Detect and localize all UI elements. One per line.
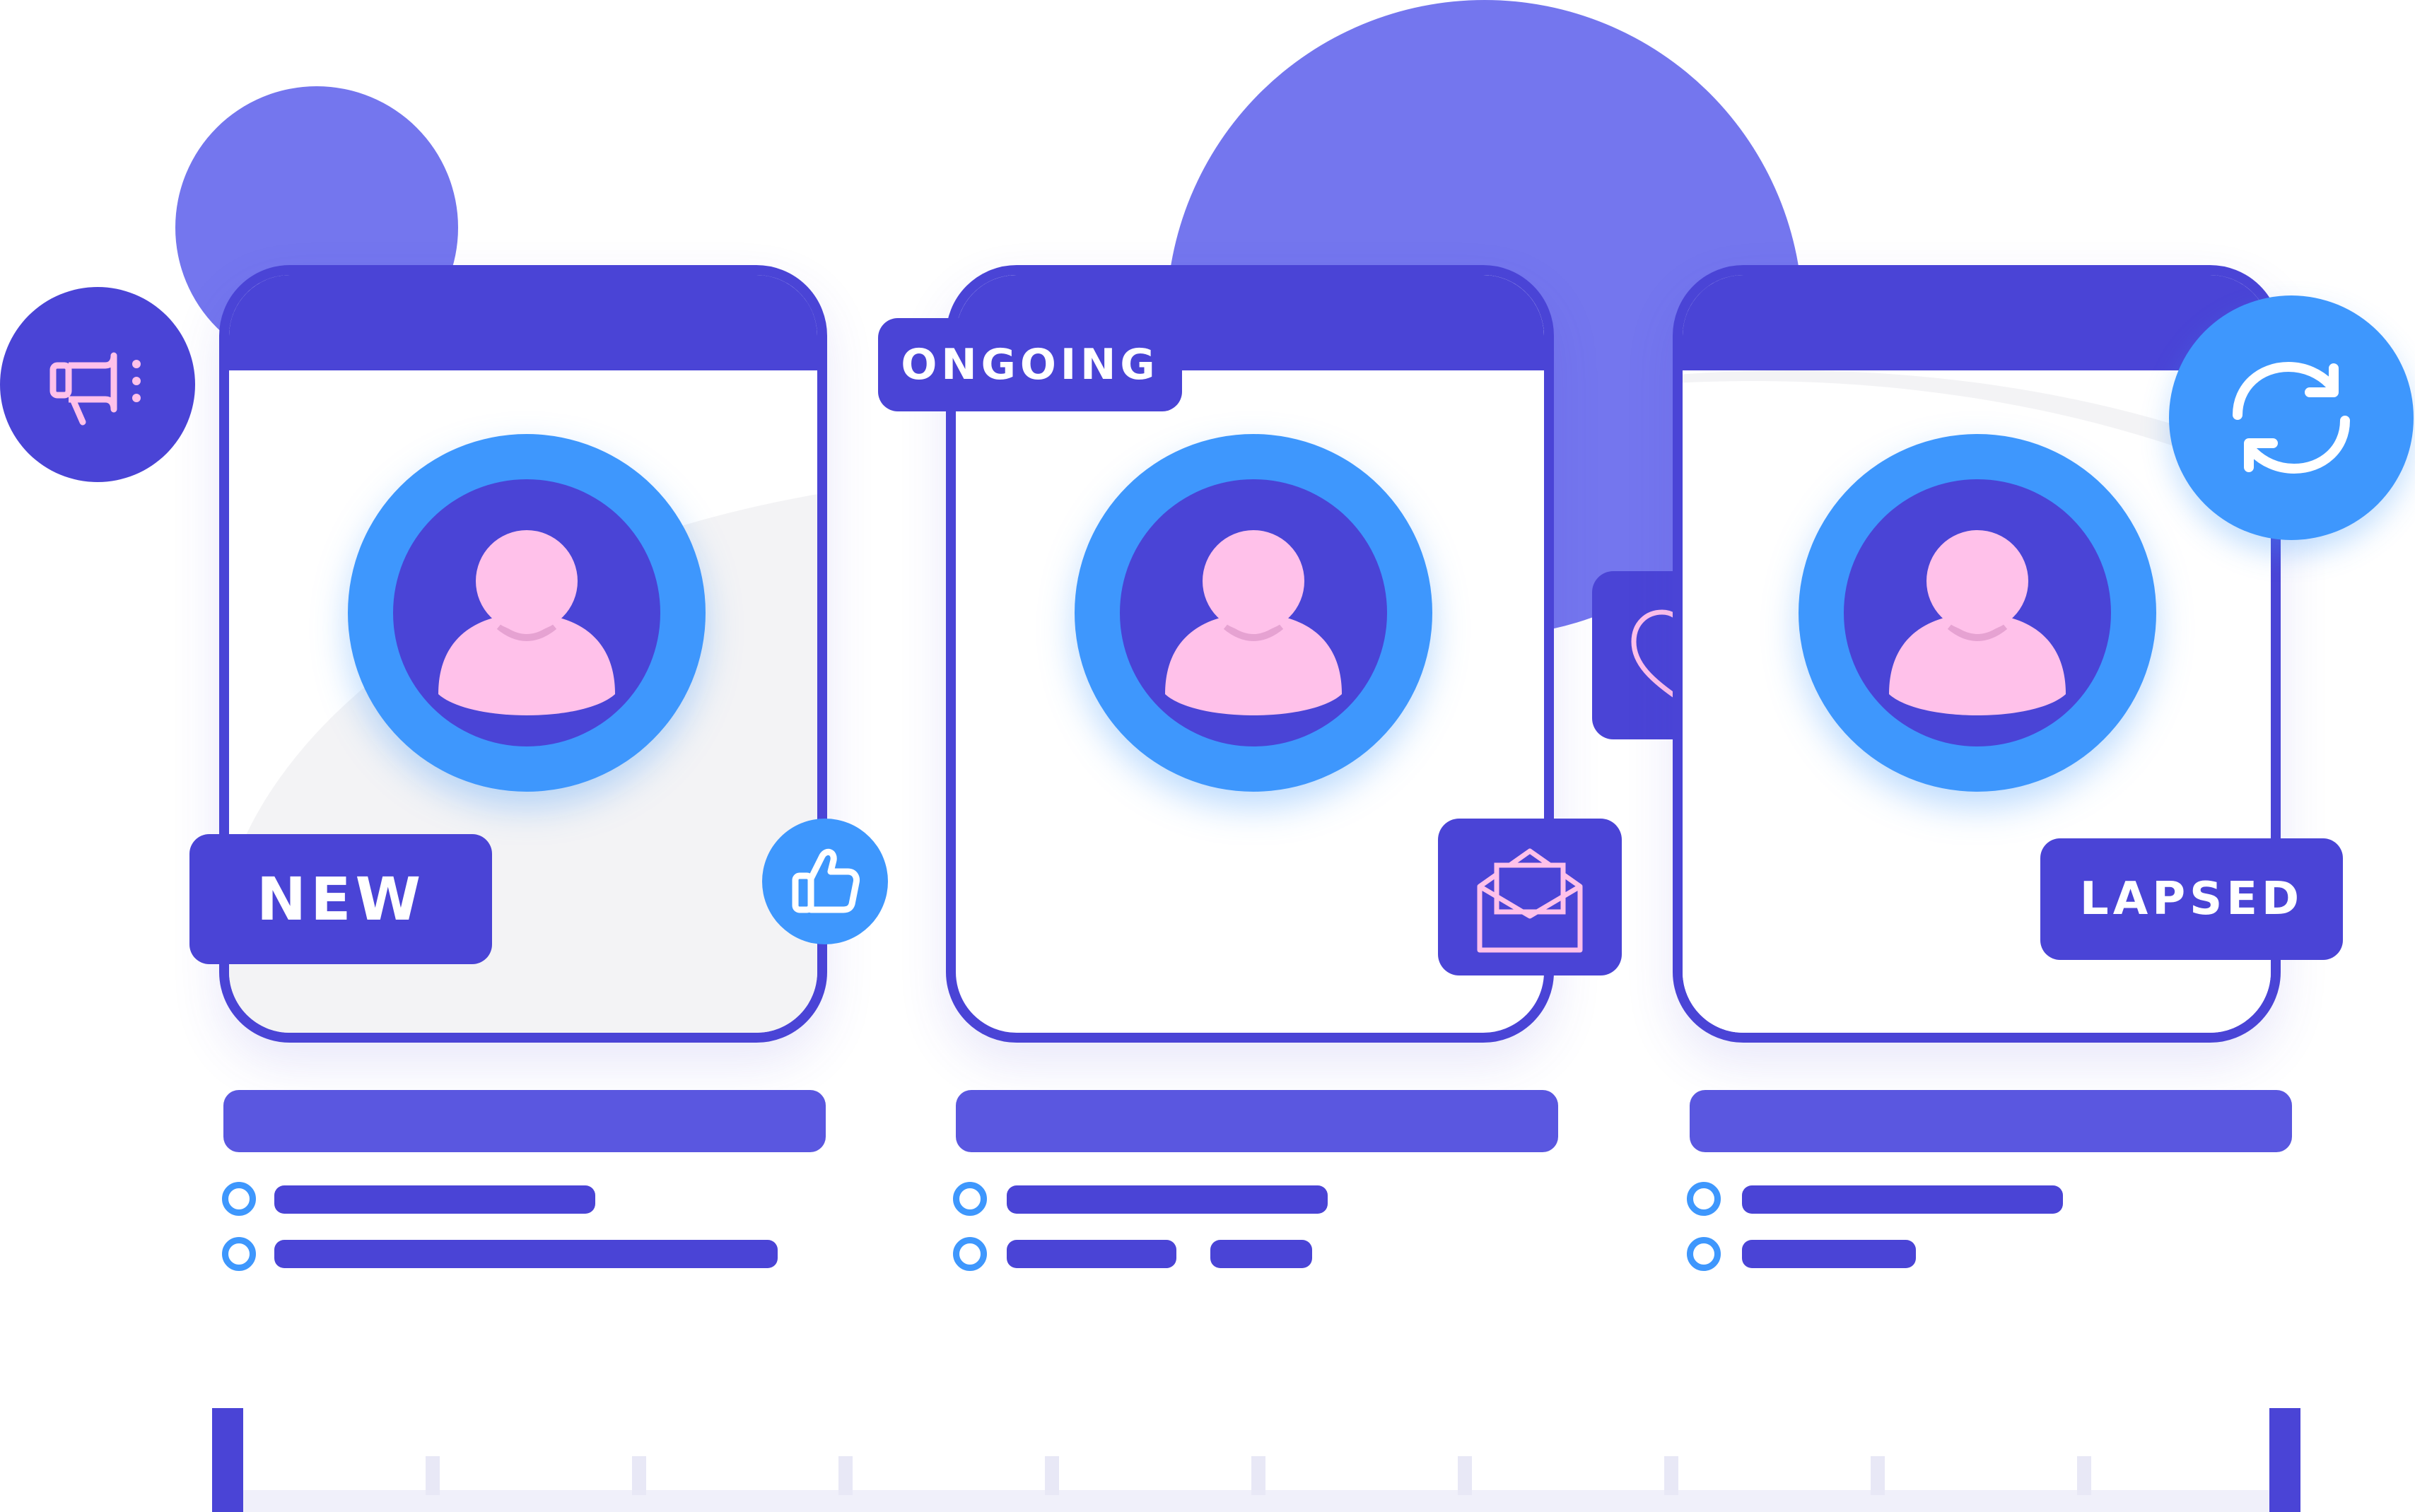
title-placeholder bbox=[223, 1090, 826, 1152]
card-header bbox=[229, 275, 817, 370]
person-icon bbox=[438, 530, 615, 715]
status-label-text: NEW bbox=[256, 865, 426, 934]
text-placeholder bbox=[274, 1240, 778, 1268]
envelope-badge bbox=[1438, 819, 1622, 975]
text-placeholder bbox=[274, 1185, 595, 1214]
thumbs-up-badge bbox=[762, 819, 888, 944]
timeline-tick bbox=[1871, 1456, 1885, 1495]
title-placeholder bbox=[956, 1090, 1558, 1152]
refresh-badge bbox=[2169, 295, 2414, 540]
megaphone-icon bbox=[49, 352, 141, 426]
text-placeholder bbox=[1007, 1185, 1328, 1214]
text-placeholder bbox=[1742, 1240, 1916, 1268]
timeline-start-marker bbox=[212, 1408, 243, 1512]
status-label-new: NEW bbox=[189, 834, 492, 964]
bullet-icon bbox=[222, 1237, 256, 1271]
timeline-tick bbox=[426, 1456, 440, 1495]
avatar-background bbox=[1844, 479, 2111, 746]
status-label-lapsed: LAPSED bbox=[2040, 838, 2343, 960]
bullet-icon bbox=[1687, 1237, 1721, 1271]
megaphone-badge bbox=[0, 287, 195, 482]
avatar bbox=[1075, 434, 1432, 792]
timeline-tick bbox=[1045, 1456, 1059, 1495]
status-label-text: ONGOING bbox=[901, 340, 1159, 389]
title-placeholder bbox=[1690, 1090, 2292, 1152]
status-label-ongoing: ONGOING bbox=[878, 318, 1182, 411]
status-label-text: LAPSED bbox=[2079, 873, 2304, 925]
timeline-end-marker bbox=[2269, 1408, 2300, 1512]
timeline-tick bbox=[1664, 1456, 1678, 1495]
avatar-background bbox=[1120, 479, 1387, 746]
avatar bbox=[1799, 434, 2156, 792]
bullet-icon bbox=[222, 1182, 256, 1216]
timeline-tick bbox=[838, 1456, 853, 1495]
avatar-background bbox=[393, 479, 660, 746]
bullet-icon bbox=[953, 1237, 987, 1271]
envelope-icon bbox=[1477, 848, 1583, 953]
timeline-tick bbox=[632, 1456, 646, 1495]
avatar bbox=[348, 434, 706, 792]
thumbs-up-icon bbox=[792, 848, 860, 913]
text-placeholder bbox=[1007, 1240, 1176, 1268]
text-placeholder bbox=[1210, 1240, 1312, 1268]
text-placeholder bbox=[1742, 1185, 2063, 1214]
bullet-icon bbox=[1687, 1182, 1721, 1216]
person-icon bbox=[1889, 530, 2066, 715]
timeline-tick bbox=[1458, 1456, 1472, 1495]
person-icon bbox=[1165, 530, 1342, 715]
refresh-icon bbox=[2233, 361, 2350, 474]
timeline-tick bbox=[1251, 1456, 1265, 1495]
bullet-icon bbox=[953, 1182, 987, 1216]
card-header bbox=[1683, 275, 2271, 370]
timeline-tick bbox=[2077, 1456, 2091, 1495]
